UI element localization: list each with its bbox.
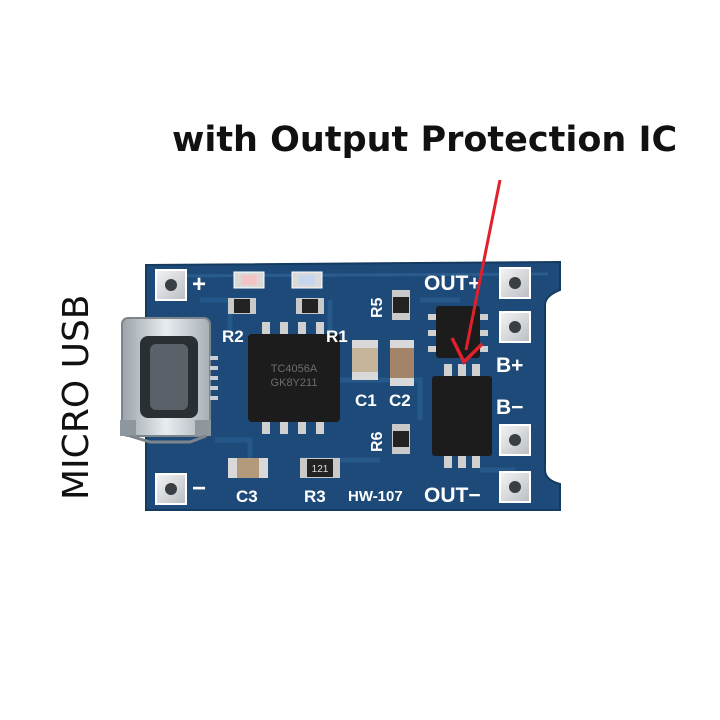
silk-out-plus: OUT+ [424, 272, 481, 295]
capacitor-c1 [352, 340, 378, 380]
caption-text: with Output Protection IC [172, 120, 678, 160]
capacitor-c3 [228, 458, 268, 478]
capacitor-c2 [390, 340, 414, 386]
silk-model: HW-107 [348, 488, 403, 505]
input-plus-pad [155, 269, 187, 301]
red-led [233, 271, 265, 289]
blue-led [291, 271, 323, 289]
r3-marking: 121 [312, 464, 329, 475]
output-protection-ic [432, 364, 492, 468]
silk-r3: R3 [304, 487, 326, 506]
b-minus-pad-lower [499, 424, 531, 456]
silk-c2: C2 [389, 391, 411, 410]
resistor-r1 [296, 298, 324, 314]
silk-out-minus: OUT− [424, 484, 481, 507]
silk-r2: R2 [222, 327, 244, 346]
silk-b-plus: B+ [496, 354, 523, 377]
ic-marking-line2: GK8Y211 [271, 377, 318, 389]
silk-c1: C1 [355, 391, 377, 410]
silk-c3: C3 [236, 487, 258, 506]
input-minus-pad [155, 473, 187, 505]
b-plus-pad-upper [499, 311, 531, 343]
silk-r5: R5 [369, 297, 386, 318]
silk-b-minus: B− [496, 396, 523, 419]
silk-input-plus: + [192, 271, 206, 298]
resistor-r6 [392, 424, 410, 454]
silk-r1: R1 [326, 327, 348, 346]
silk-r6: R6 [369, 431, 386, 452]
micro-usb-connector [120, 317, 218, 444]
resistor-r3 [300, 458, 340, 478]
small-ic [428, 306, 488, 358]
silk-input-minus: − [192, 475, 206, 502]
out-minus-pad [499, 471, 531, 503]
resistor-r2 [228, 298, 256, 314]
annotation-arrow [450, 179, 502, 365]
charger-ic [248, 322, 340, 434]
resistor-r5 [392, 290, 410, 320]
ic-marking-line1: TC4056A [271, 363, 318, 375]
out-plus-pad [499, 267, 531, 299]
